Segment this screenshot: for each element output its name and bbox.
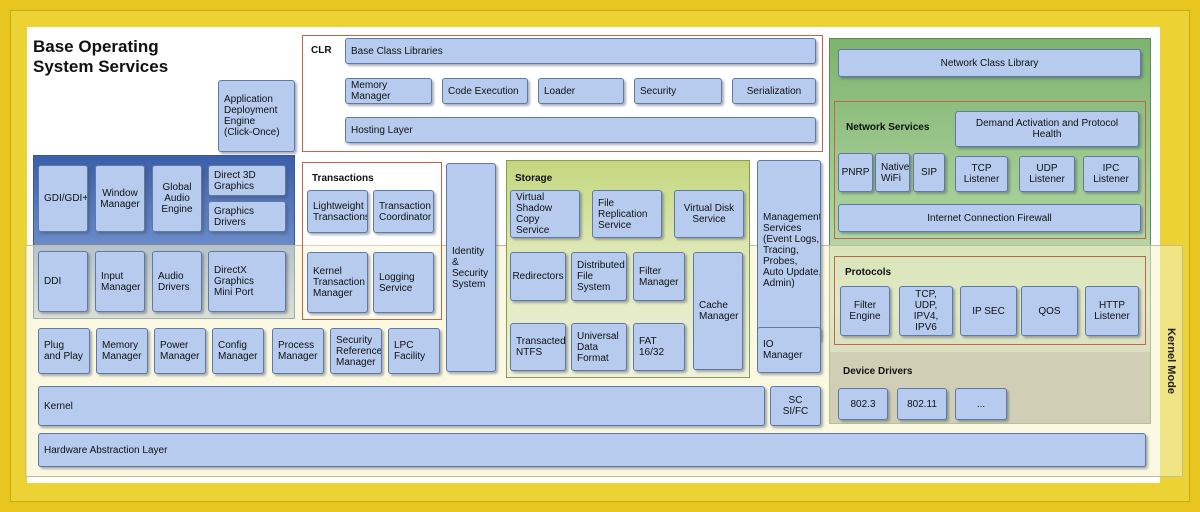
base-class-libraries-box[interactable]: Base Class Libraries bbox=[345, 38, 816, 64]
graphics-drivers-box[interactable]: Graphics Drivers bbox=[208, 201, 286, 232]
internet-connection-firewall-box[interactable]: Internet Connection Firewall bbox=[838, 204, 1141, 232]
sip-box[interactable]: SIP bbox=[913, 153, 945, 192]
input-manager-box[interactable]: Input Manager bbox=[95, 251, 145, 312]
driver-802-3-box[interactable]: 802.3 bbox=[838, 388, 888, 420]
application-deployment-engine-box[interactable]: Application Deployment Engine (Click-Onc… bbox=[218, 80, 295, 152]
fat-16-32-box[interactable]: FAT 16/32 bbox=[633, 323, 685, 371]
ipc-listener-box[interactable]: IPC Listener bbox=[1083, 156, 1139, 192]
universal-data-format-box[interactable]: Universal Data Format bbox=[571, 323, 627, 371]
gdi-box[interactable]: GDI/GDI+ bbox=[38, 165, 88, 232]
protocols-group bbox=[834, 256, 1146, 345]
device-drivers-label: Device Drivers bbox=[843, 366, 913, 377]
network-services-label: Network Services bbox=[846, 122, 930, 133]
direct3d-graphics-box[interactable]: Direct 3D Graphics bbox=[208, 165, 286, 196]
scsi-fc-box[interactable]: SC SI/FC bbox=[770, 386, 821, 426]
pnrp-box[interactable]: PNRP bbox=[838, 153, 873, 192]
identity-security-system-box[interactable]: Identity & Security System bbox=[446, 163, 496, 372]
tcp-udp-ipv4-ipv6-box[interactable]: TCP, UDP, IPV4, IPV6 bbox=[899, 286, 953, 336]
kernel-memory-manager-box[interactable]: Memory Manager bbox=[96, 328, 148, 374]
ddi-box[interactable]: DDI bbox=[38, 251, 88, 312]
config-manager-box[interactable]: Config Manager bbox=[212, 328, 264, 374]
page-title: Base Operating System Services bbox=[33, 37, 169, 76]
network-services-group bbox=[834, 101, 1146, 239]
clr-memory-manager-box[interactable]: Memory Manager bbox=[345, 78, 432, 104]
http-listener-box[interactable]: HTTP Listener bbox=[1085, 286, 1139, 336]
transacted-ntfs-box[interactable]: Transacted NTFS bbox=[510, 323, 566, 371]
protocols-label: Protocols bbox=[845, 267, 892, 278]
security-reference-manager-box[interactable]: Security Reference Manager bbox=[330, 328, 382, 374]
io-manager-box[interactable]: IO Manager bbox=[757, 327, 821, 373]
driver-more-box[interactable]: ... bbox=[955, 388, 1007, 420]
native-wifi-box[interactable]: Native WiFi bbox=[875, 153, 910, 192]
qos-box[interactable]: QOS bbox=[1021, 286, 1078, 336]
ipsec-box[interactable]: IP SEC bbox=[960, 286, 1017, 336]
logging-service-box[interactable]: Logging Service bbox=[373, 252, 434, 313]
transaction-coordinator-box[interactable]: Transaction Coordinator bbox=[373, 190, 434, 233]
filter-engine-box[interactable]: Filter Engine bbox=[840, 286, 890, 336]
kernel-transaction-manager-box[interactable]: Kernel Transaction Manager bbox=[307, 252, 368, 313]
driver-802-11-box[interactable]: 802.11 bbox=[897, 388, 947, 420]
management-services-box[interactable]: Management Services (Event Logs, Tracing… bbox=[757, 160, 821, 341]
udp-listener-box[interactable]: UDP Listener bbox=[1019, 156, 1075, 192]
kernel-mode-label: Kernel Mode bbox=[1165, 327, 1178, 395]
storage-label: Storage bbox=[515, 173, 553, 184]
redirectors-box[interactable]: Redirectors bbox=[510, 252, 566, 301]
distributed-file-system-box[interactable]: Distributed File System bbox=[571, 252, 627, 301]
global-audio-engine-box[interactable]: Global Audio Engine bbox=[152, 165, 202, 232]
directx-mini-port-box[interactable]: DirectX Graphics Mini Port bbox=[208, 251, 286, 312]
process-manager-box[interactable]: Process Manager bbox=[272, 328, 324, 374]
power-manager-box[interactable]: Power Manager bbox=[154, 328, 206, 374]
loader-box[interactable]: Loader bbox=[538, 78, 624, 104]
clr-label: CLR bbox=[311, 45, 332, 56]
lpc-facility-box[interactable]: LPC Facility bbox=[388, 328, 440, 374]
transactions-label: Transactions bbox=[312, 173, 374, 184]
tcp-listener-box[interactable]: TCP Listener bbox=[955, 156, 1008, 192]
hosting-layer-box[interactable]: Hosting Layer bbox=[345, 117, 816, 143]
cache-manager-box[interactable]: Cache Manager bbox=[693, 252, 743, 370]
lightweight-transactions-box[interactable]: Lightweight Transactions bbox=[307, 190, 368, 233]
hardware-abstraction-layer-box[interactable]: Hardware Abstraction Layer bbox=[38, 433, 1146, 467]
plug-and-play-box[interactable]: Plug and Play bbox=[38, 328, 90, 374]
clr-security-box[interactable]: Security bbox=[634, 78, 722, 104]
demand-activation-box[interactable]: Demand Activation and Protocol Health bbox=[955, 111, 1139, 147]
kernel-box[interactable]: Kernel bbox=[38, 386, 765, 426]
audio-drivers-box[interactable]: Audio Drivers bbox=[152, 251, 202, 312]
network-class-library-box[interactable]: Network Class Library bbox=[838, 49, 1141, 77]
serialization-box[interactable]: Serialization bbox=[732, 78, 816, 104]
code-execution-box[interactable]: Code Execution bbox=[442, 78, 528, 104]
virtual-shadow-copy-box[interactable]: Virtual Shadow Copy Service bbox=[510, 190, 580, 238]
filter-manager-box[interactable]: Filter Manager bbox=[633, 252, 685, 301]
virtual-disk-service-box[interactable]: Virtual Disk Service bbox=[674, 190, 744, 238]
file-replication-service-box[interactable]: File Replication Service bbox=[592, 190, 662, 238]
window-manager-box[interactable]: Window Manager bbox=[95, 165, 145, 232]
